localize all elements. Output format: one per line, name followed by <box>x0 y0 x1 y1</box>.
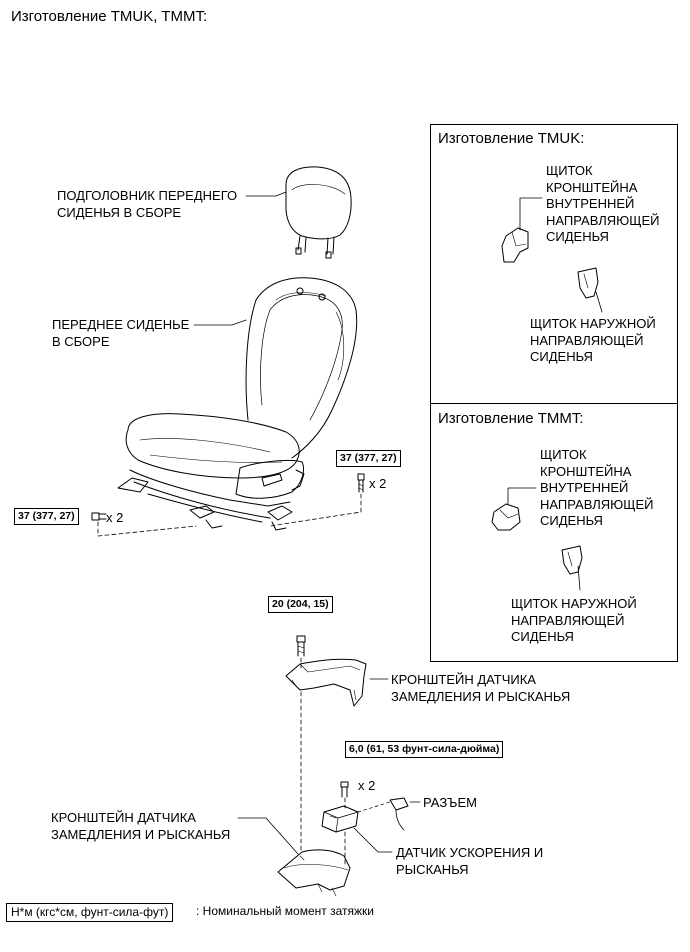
legend-meaning: : Номинальный момент затяжки <box>196 904 374 918</box>
connector-drawing <box>389 797 409 831</box>
tmmt-inner-shield-label: ЩИТОК КРОНШТЕЙНА ВНУТРЕННЕЙ НАПРАВЛЯЮЩЕЙ… <box>540 447 654 528</box>
seat-drawing <box>117 277 358 531</box>
tmuk-panel-title: Изготовление TMUK: <box>438 130 585 147</box>
seat-label: ПЕРЕДНЕЕ СИДЕНЬЕ В СБОРЕ <box>52 317 190 349</box>
tmmt-inner-shield <box>491 503 521 531</box>
torque-bracket-bolt: 20 (204, 15) <box>268 596 333 613</box>
tmmt-outer-shield <box>561 545 583 575</box>
sensor-label: ДАТЧИК УСКОРЕНИЯ И РЫСКАНЬЯ <box>396 845 544 877</box>
legend-unit-box: Н*м (кгс*см, фунт-сила-фут) <box>6 903 174 922</box>
torque-right-bolt: 37 (377, 27) <box>336 450 401 467</box>
seat-bolt-left <box>91 512 107 521</box>
tmuk-inner-shield-label: ЩИТОК КРОНШТЕЙНА ВНУТРЕННЕЙ НАПРАВЛЯЮЩЕЙ… <box>546 163 660 244</box>
torque-sensor-bolt: 6,0 (61, 53 фунт-сила-дюйма) <box>345 741 504 758</box>
multiplier-right: x 2 <box>369 476 387 491</box>
tmuk-outer-shield <box>577 267 599 299</box>
headrest-label: ПОДГОЛОВНИК ПЕРЕДНЕГО СИДЕНЬЯ В СБОРЕ <box>57 188 238 220</box>
page-title: Изготовление TMUK, TMMT: <box>11 8 208 25</box>
bracket-upper-label: КРОНШТЕЙН ДАТЧИКА ЗАМЕДЛЕНИЯ И РЫСКАНЬЯ <box>391 672 571 704</box>
tmmt-panel <box>430 403 678 662</box>
headrest-drawing <box>285 166 352 259</box>
bracket-lower-label: КРОНШТЕЙН ДАТЧИКА ЗАМЕДЛЕНИЯ И РЫСКАНЬЯ <box>51 810 231 842</box>
bracket-upper-drawing <box>285 658 367 707</box>
bracket-lower-drawing <box>277 849 351 897</box>
multiplier-left: x 2 <box>106 510 124 525</box>
tmmt-outer-shield-label: ЩИТОК НАРУЖНОЙ НАПРАВЛЯЮЩЕЙ СИДЕНЬЯ <box>511 596 637 644</box>
tmuk-inner-shield <box>501 227 529 263</box>
torque-left-bolt: 37 (377, 27) <box>14 508 79 525</box>
seat-bolt-right <box>357 473 365 493</box>
sensor-bolt <box>340 781 349 798</box>
tmmt-panel-title: Изготовление TMMT: <box>438 410 584 427</box>
bracket-bolt <box>296 635 306 657</box>
connector-label: РАЗЪЕМ <box>423 795 477 810</box>
tmuk-outer-shield-label: ЩИТОК НАРУЖНОЙ НАПРАВЛЯЮЩЕЙ СИДЕНЬЯ <box>530 316 656 364</box>
sensor-drawing <box>321 805 359 833</box>
multiplier-sensor: x 2 <box>358 778 376 793</box>
